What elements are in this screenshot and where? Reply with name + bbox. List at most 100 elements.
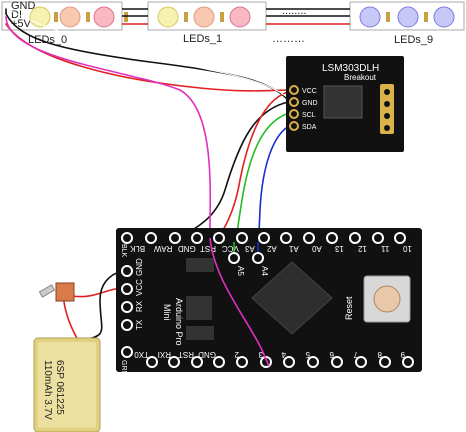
arduino-a4-label: A4 [260,266,269,276]
battery-line-1: 6SP 061225 [54,360,65,415]
arduino-bottom-pin-label-rst: RST [178,350,194,359]
arduino-top-pin-label-gnd: GND [178,244,196,253]
arduino-bottom-pin-label-8: 8 [377,350,382,359]
arduino-top-pin-13[interactable] [326,232,338,244]
arduino-top-pin-a3[interactable] [236,232,248,244]
sensor-pin-sda[interactable] [289,121,299,131]
arduino-top-pin-blk[interactable] [121,232,133,244]
arduino-bottom-pin-label-4: 4 [281,350,286,359]
arduino-bottom-pin-4[interactable] [283,356,295,368]
reset-button[interactable] [373,285,401,313]
led-0-2 [93,6,115,28]
sensor-pin-vcc[interactable] [289,85,299,95]
arduino-top-pin-a1[interactable] [280,232,292,244]
arduino-left-pin-rx[interactable] [121,301,133,313]
arduino-name-line-1: Arduino Pro [174,298,184,346]
sensor-pin-scl-label: SCL [302,112,316,119]
arduino-bottom-pin-label-2: 2 [234,350,239,359]
arduino-bottom-pin-rxi[interactable] [168,356,180,368]
sensor-pin-gnd-label: GND [302,100,318,107]
arduino-left-pin-gnd[interactable] [121,265,133,277]
strip-bus-wires [122,8,350,25]
led-1-1 [193,6,215,28]
switch-lever[interactable] [38,284,56,298]
battery-label-area [38,342,96,428]
sensor-board: LSM303DLH Breakout VCC GND SCL SDA [286,56,404,152]
arduino-bottom-pin-tx0[interactable] [146,356,158,368]
battery-line-2: 110mAh 3.7V [42,360,53,420]
arduino-left-pin-vcc[interactable] [121,283,133,295]
wire-battery-vcc [63,301,79,341]
arduino-top-pin-label-a2: A2 [266,244,276,253]
arduino-pin-a5[interactable] [228,252,240,264]
arduino-top-pin-11[interactable] [372,232,384,244]
arduino-top-pin-vcc[interactable] [213,232,225,244]
led-1-0 [157,6,179,28]
sensor-pin-gnd[interactable] [289,97,299,107]
arduino-name-line-2: Mini [162,304,172,321]
arduino-bottom-pin-label-7: 7 [353,350,358,359]
arduino-top-pin-a0[interactable] [303,232,315,244]
led-strip: GND DI +5V ........ LEDs_0 LEDs_ [1,0,465,46]
arduino-mcu-chip [251,261,333,335]
arduino-grn-label: GRN [120,360,127,376]
led-9-1 [397,6,419,28]
arduino-left-pin-tx[interactable] [121,319,133,331]
arduino-chip-small-2 [186,296,212,320]
arduino-blk-label: BLK [120,244,127,258]
led-0-1 [59,6,81,28]
arduino-left-tx-label: TX [135,319,144,330]
arduino-top-pin-label-10: 10 [402,244,411,253]
led-1-2 [229,6,251,28]
arduino-top-pin-gnd[interactable] [169,232,181,244]
arduino-top-pin-raw[interactable] [145,232,157,244]
arduino-bottom-pin-gnd[interactable] [213,356,225,368]
arduino-top-pin-rst[interactable] [191,232,203,244]
arduino-top-pin-label-raw: RAW [154,244,173,253]
sensor-pin-scl[interactable] [289,109,299,119]
strip-pin-gnd-label: GND [11,0,36,12]
arduino-bottom-pin-label-rxi: RXI [158,350,171,359]
arduino-left-vcc-label: VCC [135,279,144,296]
wire-vcc-sensor-arduino [217,91,289,239]
wires [5,8,294,367]
arduino-bottom-pin-7[interactable] [355,356,367,368]
arduino-bottom-pin-5[interactable] [307,356,319,368]
arduino-top-pin-label-a0: A0 [311,244,321,253]
wire-gnd-sensor-arduino [179,101,289,239]
arduino-bottom-pin-9[interactable] [402,356,414,368]
arduino-top-pin-12[interactable] [349,232,361,244]
reset-label: Reset [344,296,354,320]
led-group-ellipsis: ……… [272,33,305,45]
sensor-pin-column [289,85,299,131]
arduino-bottom-pin-label-tx0: TX0 [134,350,149,359]
arduino-a5-label: A5 [236,266,245,276]
wire-battery-gnd [81,270,123,341]
arduino-left-pin-grn[interactable] [121,346,133,358]
arduino-bottom-pin-8[interactable] [379,356,391,368]
arduino-top-pin-label-blk: BLK [129,244,145,253]
arduino-top-pin-label-12: 12 [357,244,366,253]
battery: 6SP 061225 110mAh 3.7V [33,337,101,432]
strip-pin-di-label: DI [11,9,22,21]
arduino-chip-small-1 [186,258,214,272]
arduino-top-pin-label-a3: A3 [244,244,254,253]
arduino-bottom-pin-2[interactable] [236,356,248,368]
arduino-top-pin-label-13: 13 [334,244,343,253]
arduino-bottom-pin-6[interactable] [331,356,343,368]
arduino-bottom-pin-label-3: 3 [258,350,263,359]
arduino-top-pin-a2[interactable] [258,232,270,244]
arduino-bottom-pin-label-5: 5 [305,350,310,359]
arduino-top-pin-10[interactable] [394,232,406,244]
arduino-pin-a4[interactable] [252,252,264,264]
arduino-top-pin-label-rst: RST [200,244,216,253]
arduino-top-pin-label-11: 11 [380,244,389,253]
strip-components [54,12,428,22]
arduino-bottom-pin-rst[interactable] [191,356,203,368]
arduino-bottom-pin-label-9: 9 [400,350,405,359]
